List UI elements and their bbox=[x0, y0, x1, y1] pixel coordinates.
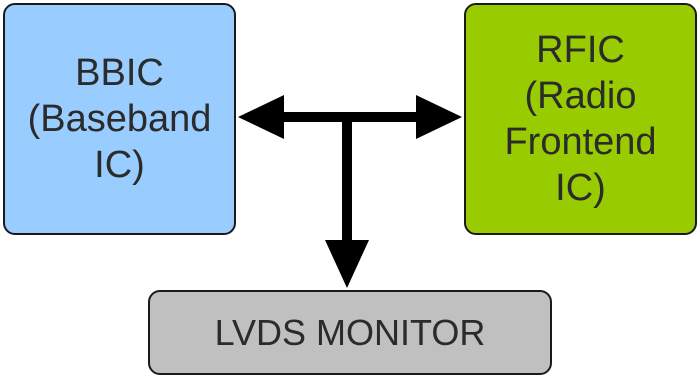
bbic-label-line-1: BBIC bbox=[75, 52, 164, 94]
rfic-block: RFIC (Radio Frontend IC) bbox=[464, 3, 697, 235]
arrowhead-right-to-rfic bbox=[416, 95, 462, 139]
lvds-monitor-label: LVDS MONITOR bbox=[214, 311, 486, 353]
bbic-label-line-2: (Baseband bbox=[27, 98, 212, 140]
rfic-label-line-2: (Radio bbox=[524, 75, 637, 117]
arrowhead-left-to-bbic bbox=[238, 95, 284, 139]
lvds-monitor-block: LVDS MONITOR bbox=[148, 290, 552, 375]
rfic-label-line-1: RFIC bbox=[536, 29, 625, 71]
rfic-label-line-3: Frontend bbox=[504, 121, 657, 163]
bbic-label-line-3: IC) bbox=[94, 144, 145, 186]
tap-line bbox=[342, 117, 352, 245]
bbic-block: BBIC (Baseband IC) bbox=[3, 3, 236, 235]
rfic-label-line-4: IC) bbox=[555, 167, 606, 209]
arrowhead-down-to-lvds bbox=[325, 240, 369, 288]
